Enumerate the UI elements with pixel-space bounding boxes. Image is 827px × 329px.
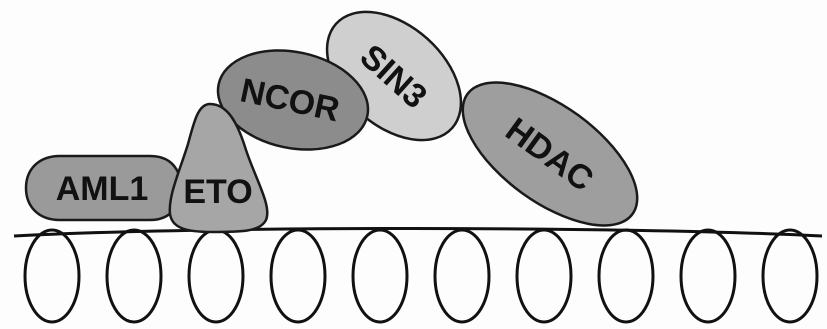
nucleosome-loop (189, 230, 243, 322)
nucleosome-loop (25, 230, 79, 322)
nucleosome-loop (107, 230, 161, 322)
nucleosome-loop (271, 230, 325, 322)
nucleosome-loops (25, 230, 817, 322)
eto-label: ETO (183, 173, 252, 211)
aml1-protein: AML1 (26, 156, 180, 220)
nucleosome-loop (353, 230, 407, 322)
nucleosome-loop (599, 230, 653, 322)
nucleosome-loop (763, 230, 817, 322)
nucleosome-loop (517, 230, 571, 322)
aml1-label: AML1 (56, 170, 149, 208)
nucleosome-loop (681, 230, 735, 322)
chromatin-fiber (14, 229, 822, 323)
nucleosome-loop (435, 230, 489, 322)
hdac-protein: HDAC (439, 55, 660, 253)
